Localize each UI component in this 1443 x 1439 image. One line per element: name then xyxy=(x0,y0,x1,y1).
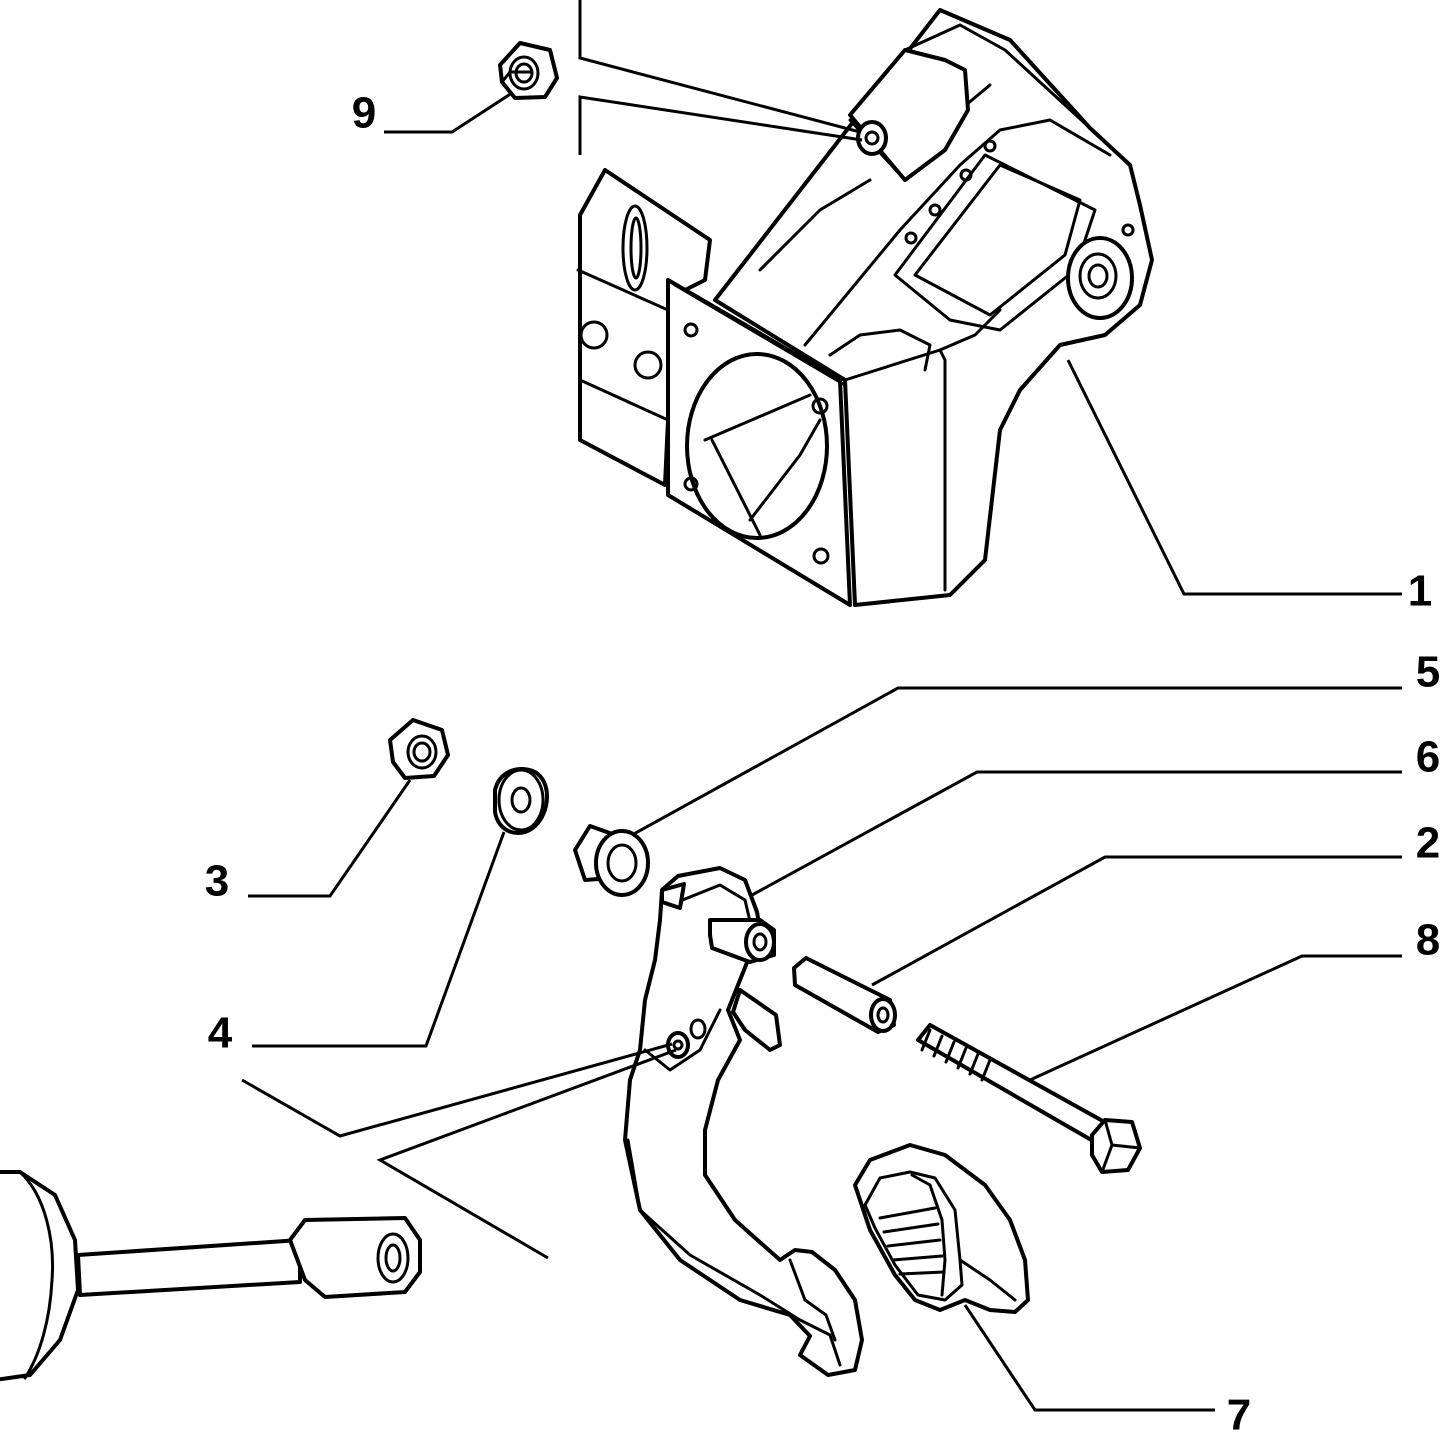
reference-line-top xyxy=(578,0,861,134)
reference-line-lever-2 xyxy=(376,1048,677,1260)
leader-8 xyxy=(1029,954,1402,1082)
callout-6: 6 xyxy=(1416,733,1440,782)
callout-labels: 1 2 3 4 5 6 7 8 9 xyxy=(205,89,1440,1439)
callout-8: 8 xyxy=(1416,916,1440,965)
callout-3: 3 xyxy=(205,857,229,906)
nut-3 xyxy=(388,718,450,780)
pedal-lever xyxy=(623,866,864,1377)
leader-lines xyxy=(241,0,1402,1412)
nut-9 xyxy=(498,41,559,100)
washer-4 xyxy=(493,767,549,836)
callout-5: 5 xyxy=(1416,648,1440,697)
leader-9 xyxy=(384,91,513,134)
bush-5 xyxy=(573,824,650,897)
callout-7: 7 xyxy=(1227,1391,1251,1439)
leader-3 xyxy=(248,779,412,898)
callout-9: 9 xyxy=(352,89,376,138)
leader-4 xyxy=(252,831,506,1048)
spacer-tube-2 xyxy=(792,956,897,1034)
leader-7 xyxy=(963,1304,1215,1412)
reference-line-lever xyxy=(241,1042,673,1138)
reference-line-top-2 xyxy=(578,95,863,155)
callout-1: 1 xyxy=(1408,567,1432,616)
callout-2: 2 xyxy=(1416,819,1440,868)
leader-2 xyxy=(871,855,1402,987)
leader-5 xyxy=(631,686,1402,837)
pedal-bracket xyxy=(576,8,1154,607)
callout-4: 4 xyxy=(208,1009,233,1058)
leader-1 xyxy=(1066,359,1402,596)
master-cylinder xyxy=(0,1170,422,1382)
leader-6 xyxy=(751,770,1402,897)
bolt-8 xyxy=(916,1023,1142,1174)
pedal-pad-7 xyxy=(853,1143,1030,1314)
